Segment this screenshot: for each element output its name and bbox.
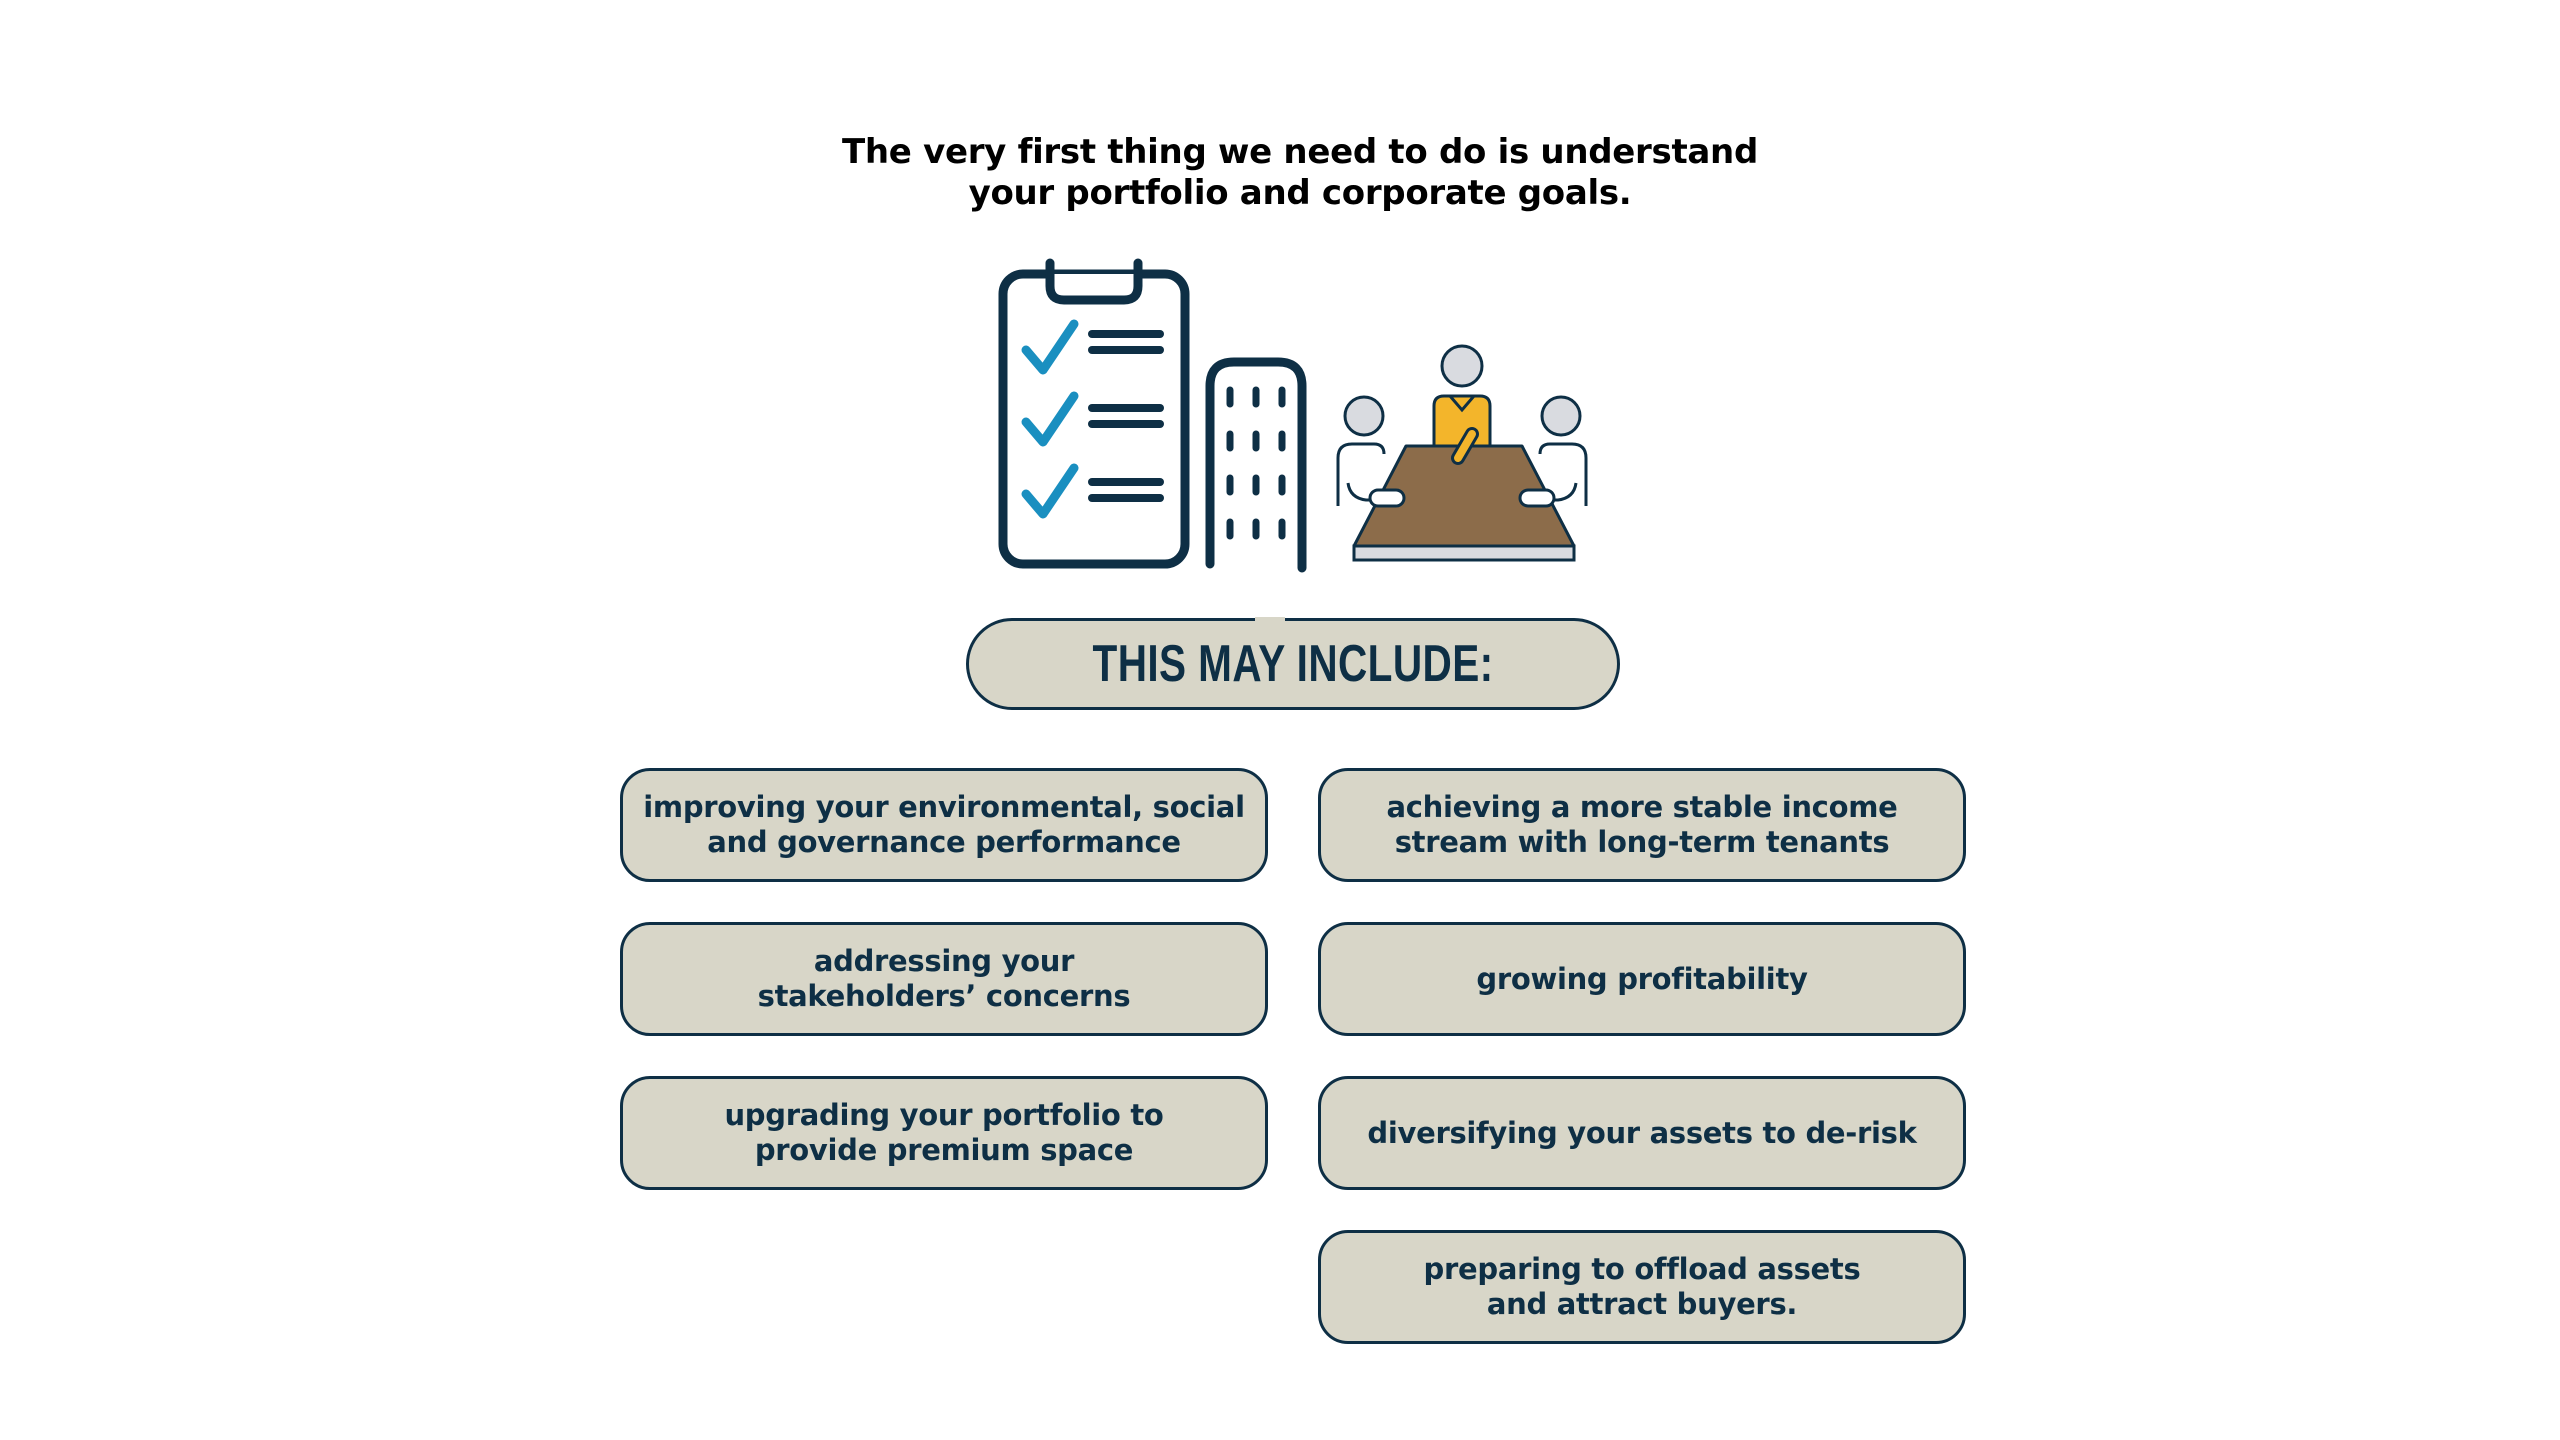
goal-item-stakeholders: addressing your stakeholders’ concerns xyxy=(620,922,1268,1036)
goal-item-line: preparing to offload assets xyxy=(1423,1252,1861,1286)
goal-item-line: achieving a more stable income xyxy=(1386,790,1898,824)
meeting-table-icon xyxy=(1336,344,1588,562)
goal-item-offload: preparing to offload assets and attract … xyxy=(1318,1230,1966,1344)
goal-item-line: improving your environmental, social xyxy=(643,790,1245,824)
goal-item-diversify: diversifying your assets to de-risk xyxy=(1318,1076,1966,1190)
include-header-label: THIS MAY INCLUDE: xyxy=(1092,635,1494,693)
goal-item-line: upgrading your portfolio to xyxy=(724,1098,1164,1132)
header-notch xyxy=(1255,617,1285,623)
intro-line-2: your portfolio and corporate goals. xyxy=(968,173,1632,213)
goal-item-line: stakeholders’ concerns xyxy=(757,979,1131,1013)
goal-item-esg: improving your environmental, social and… xyxy=(620,768,1268,882)
goal-item-line: and attract buyers. xyxy=(1486,1287,1798,1321)
goal-item-line: growing profitability xyxy=(1476,961,1808,996)
goal-item-line: and governance performance xyxy=(707,825,1181,859)
goal-item-line: provide premium space xyxy=(754,1133,1134,1167)
goal-item-line: addressing your xyxy=(813,944,1075,978)
office-building-icon xyxy=(1205,357,1307,573)
clipboard-checklist-icon xyxy=(998,258,1190,569)
illustration xyxy=(988,258,1600,592)
goal-item-line: diversifying your assets to de-risk xyxy=(1367,1115,1917,1150)
goal-item-profitability: growing profitability xyxy=(1318,922,1966,1036)
goal-item-upgrade: upgrading your portfolio to provide prem… xyxy=(620,1076,1268,1190)
include-header: THIS MAY INCLUDE: xyxy=(966,617,1620,710)
goal-item-income: achieving a more stable income stream wi… xyxy=(1318,768,1966,882)
intro-line-1: The very first thing we need to do is un… xyxy=(842,132,1758,172)
goal-item-line: stream with long-term tenants xyxy=(1394,825,1890,859)
intro-text: The very first thing we need to do is un… xyxy=(780,132,1820,214)
